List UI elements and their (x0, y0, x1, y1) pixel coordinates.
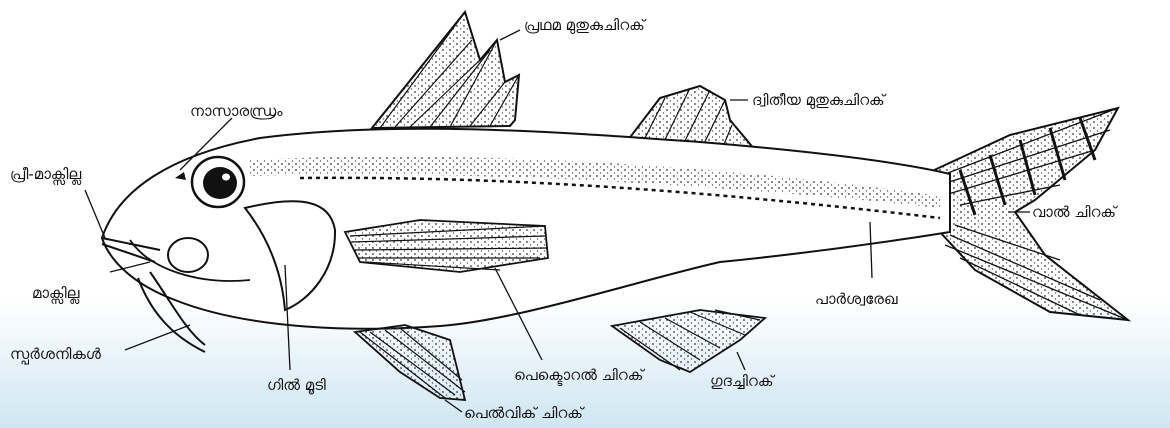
label-second-dorsal-fin: ദ്വിതീയ മുതുകുചിറക് (752, 91, 885, 109)
label-maxilla: മാക്സില്ല (32, 284, 79, 302)
first-dorsal-fin (372, 12, 519, 128)
label-anal-fin: ഗുദച്ചിറക് (710, 372, 773, 390)
eye (192, 157, 244, 207)
label-premaxilla: പ്രീ-മാക്സില്ല (10, 165, 81, 183)
label-barbels: സ്പർശനികൾ (10, 345, 101, 363)
label-pelvic-fin: പെൽവിക് ചിറക് (464, 404, 583, 422)
label-lateral-line: പാർശ്വരേഖ (815, 290, 897, 308)
maxilla-shape (168, 238, 208, 272)
pelvic-fin (355, 325, 465, 400)
label-gill-cover: ഗിൽ മൂടി (267, 376, 326, 394)
label-pectoral-fin: പെക്ടൊറൽ ചിറക് (514, 366, 643, 384)
label-tail-fin: വാൽ ചിറക് (1032, 203, 1116, 221)
label-nostril: നാസാരന്ധ്രം (190, 102, 283, 120)
label-first-dorsal-fin: പ്രഥമ മുതുകുചിറക് (524, 16, 645, 34)
